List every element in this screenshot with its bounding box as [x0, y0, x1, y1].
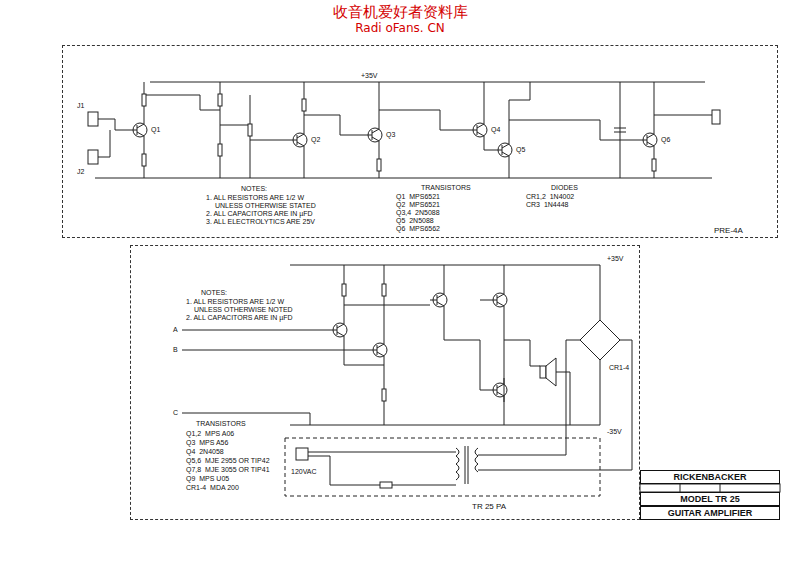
- schematic-label: Q2 MPS6521: [395, 201, 441, 209]
- watermark: 收音机爱好者资料库: [332, 4, 469, 21]
- schematic-label: +35V: [360, 72, 379, 80]
- schematic-label: TRANSISTORS: [195, 420, 247, 428]
- schematic-label: Q3,4 2N5088: [395, 209, 441, 217]
- watermark: Radi oFans. CN: [354, 22, 446, 35]
- schematic-label: C: [172, 409, 179, 417]
- schematic-label: Q5,6 MJE 2955 OR TIP42: [185, 457, 271, 465]
- schematic-label: Q4 2N4058: [185, 448, 225, 456]
- schematic-label: UNLESS OTHERWISE STATED: [214, 202, 317, 210]
- schematic-label: Q5 2N5088: [395, 217, 435, 225]
- schematic-label: Q2: [310, 136, 321, 144]
- schematic-label: Q3 MPS A56: [185, 439, 229, 447]
- schematic-label: J2: [76, 168, 85, 176]
- schematic-label: 3. ALL ELECTROLYTICS ARE 25V: [205, 218, 316, 226]
- schematic-label: Q6: [660, 136, 671, 144]
- schematic-label: Q5: [515, 146, 526, 154]
- schematic-label: J1: [76, 102, 85, 110]
- schematic-label: Q6 MPS6562: [395, 225, 441, 233]
- schematic-label: Q9 MPS U05: [185, 475, 230, 483]
- title-cell: RICKENBACKER: [640, 470, 780, 484]
- schematic-label: 1. ALL RESISTORS ARE 1/2 W: [185, 298, 285, 306]
- schematic-label: CR3 1N4448: [525, 201, 569, 209]
- schematic-label: NOTES:: [200, 289, 228, 297]
- schematic-label: -35V: [606, 428, 623, 436]
- schematic-label: B: [172, 346, 179, 354]
- schematic-label: 1. ALL RESISTORS ARE 1/2 W: [205, 194, 305, 202]
- schematic-label: Q4: [490, 126, 501, 134]
- schematic-label: 120VAC: [290, 468, 318, 476]
- title-text: MODEL TR 25: [680, 494, 739, 504]
- schematic-label: CR1-4 MDA 200: [185, 484, 240, 492]
- schematic-label: DIODES: [550, 184, 579, 192]
- schematic-label: CR1-4: [608, 364, 630, 372]
- title-text: GUITAR AMPLIFIER: [668, 508, 753, 518]
- schematic-label: 2. ALL CAPACITORS ARE IN µFD: [185, 314, 294, 322]
- schematic-label: Q1: [150, 126, 161, 134]
- schematic-label: CR1,2 1N4002: [525, 193, 575, 201]
- title-text: RICKENBACKER: [673, 472, 746, 482]
- schematic-label: TRANSISTORS: [420, 184, 472, 192]
- region-label: TR 25 PA: [471, 502, 507, 511]
- title-cell: GUITAR AMPLIFIER: [640, 506, 780, 520]
- schematic-label: UNLESS OTHERWISE NOTED: [193, 306, 294, 314]
- schematic-label: Q1 MPS6521: [395, 193, 441, 201]
- schematic-label: Q1,2 MPS A06: [185, 430, 235, 438]
- schematic-label: NOTES:: [240, 185, 268, 193]
- schematic-label: 2. ALL CAPACITORS ARE IN µFD: [205, 210, 314, 218]
- schematic-label: Q3: [385, 131, 396, 139]
- region-label: PRE-4A: [713, 226, 744, 235]
- title-cell: MODEL TR 25: [640, 492, 780, 506]
- schematic-label: +35V: [606, 255, 625, 263]
- schematic-label: Q7,8 MJE 3055 OR TIP41: [185, 466, 271, 474]
- schematic-label: A: [172, 326, 179, 334]
